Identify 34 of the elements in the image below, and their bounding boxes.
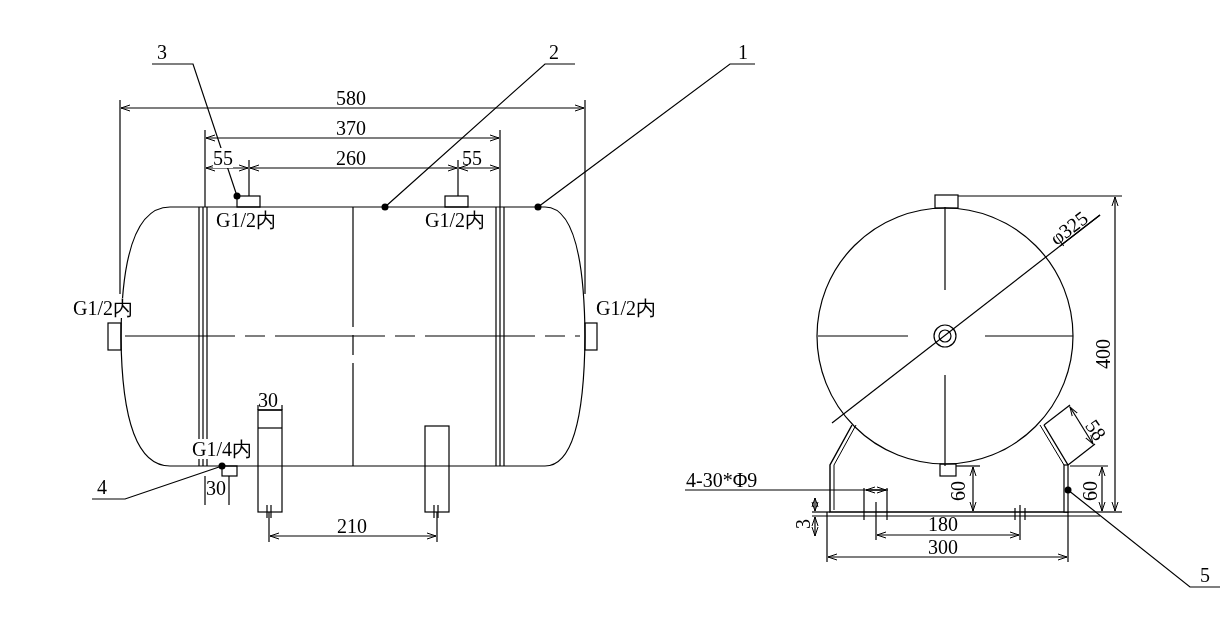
dimension-label: 180 bbox=[928, 514, 958, 534]
dimension-label: 370 bbox=[336, 118, 366, 138]
dimension-label: 3 bbox=[793, 519, 813, 529]
dimension-label: 30 bbox=[258, 390, 278, 410]
dimension-label: 300 bbox=[928, 537, 958, 557]
dimension-label: 60 bbox=[1080, 481, 1100, 501]
nozzle-box bbox=[236, 195, 261, 208]
thread-label: G1/2内 bbox=[216, 210, 276, 230]
thread-label: G1/2内 bbox=[596, 298, 656, 318]
hole-spec-label: 4-30*Φ9 bbox=[686, 470, 758, 490]
callout-number: 1 bbox=[738, 42, 748, 62]
leader-line bbox=[151, 63, 241, 200]
thread-label: G1/4内 bbox=[192, 439, 252, 459]
dimension-label: 58 bbox=[1082, 416, 1110, 444]
thread-label: G1/2内 bbox=[425, 210, 485, 230]
dimension-label: 400 bbox=[1093, 339, 1113, 369]
dimension-label: 210 bbox=[337, 516, 367, 536]
leader-line bbox=[1064, 486, 1221, 588]
dimension-label: 30 bbox=[206, 478, 226, 498]
callout-number: 3 bbox=[157, 42, 167, 62]
callout-number: 5 bbox=[1200, 565, 1210, 585]
nozzle-box bbox=[221, 465, 238, 477]
leader-line bbox=[534, 63, 756, 211]
callout-number: 4 bbox=[97, 477, 107, 497]
leader-line bbox=[91, 462, 226, 500]
dimension-label: 60 bbox=[948, 481, 968, 501]
leader-line bbox=[381, 63, 576, 211]
callout-number: 2 bbox=[549, 42, 559, 62]
dimension-label: 580 bbox=[336, 88, 366, 108]
dimension-label: 55 bbox=[213, 148, 233, 168]
dimension-label: 260 bbox=[336, 148, 366, 168]
support-leg bbox=[1063, 464, 1069, 513]
dimension-label: 55 bbox=[462, 148, 482, 168]
thread-label: G1/2内 bbox=[73, 298, 133, 318]
